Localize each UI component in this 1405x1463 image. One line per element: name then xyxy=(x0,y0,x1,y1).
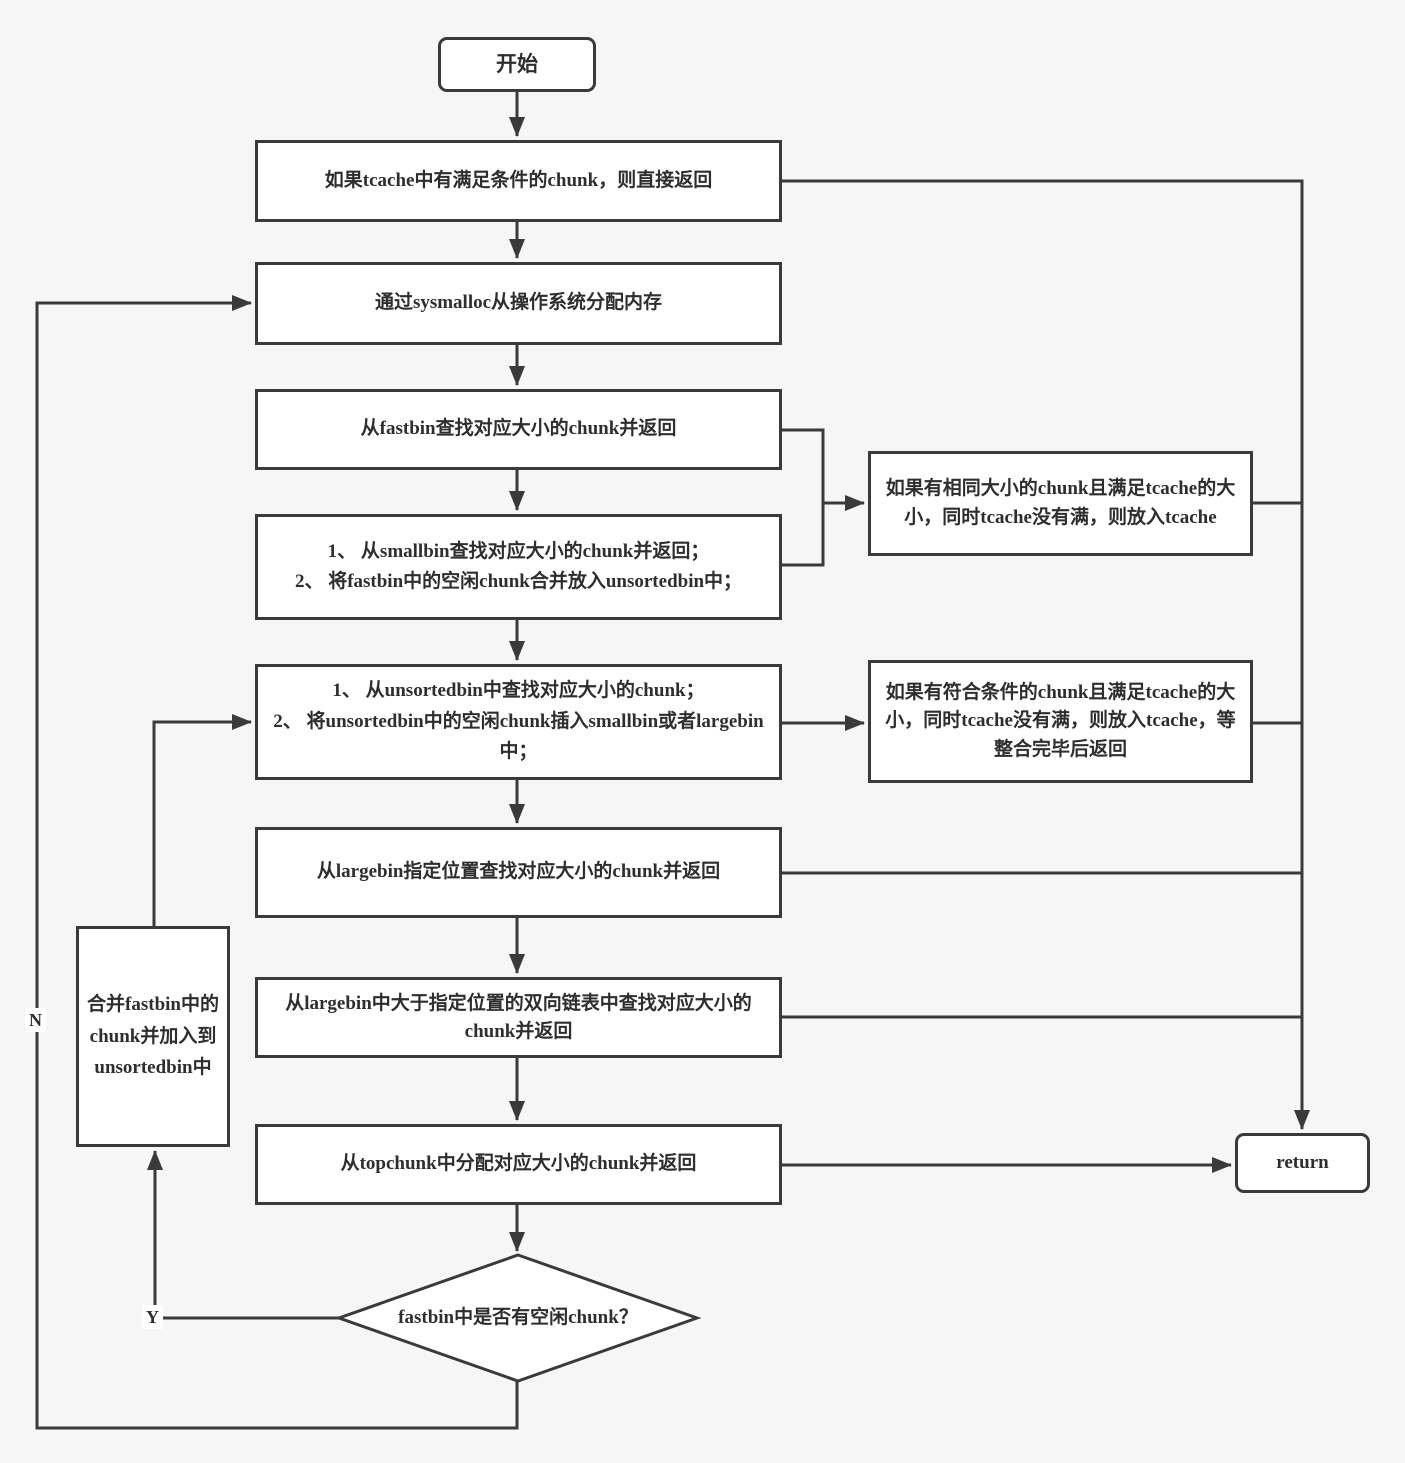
node-fastbin: 从fastbin查找对应大小的chunk并返回 xyxy=(255,389,782,470)
node-merge-fastbin-label: 合并fastbin中的chunk并加入到unsortedbin中 xyxy=(87,994,219,1079)
node-largebin-exact: 从largebin指定位置查找对应大小的chunk并返回 xyxy=(255,827,782,918)
edge-label-yes: Y xyxy=(142,1305,163,1329)
node-topchunk: 从topchunk中分配对应大小的chunk并返回 xyxy=(255,1124,782,1205)
node-unsortedbin: 1、 从unsortedbin中查找对应大小的chunk； 2、 将unsort… xyxy=(255,664,782,780)
node-smallbin-line2: 2、 将fastbin中的空闲chunk合并放入unsortedbin中； xyxy=(294,571,743,592)
node-tcache-check: 如果tcache中有满足条件的chunk，则直接返回 xyxy=(255,140,782,222)
node-tcache-fill-same-label: 如果有相同大小的chunk且满足tcache的大小，同时tcache没有满，则放… xyxy=(885,478,1236,528)
node-topchunk-label: 从topchunk中分配对应大小的chunk并返回 xyxy=(340,1153,697,1175)
node-sysmalloc-label: 通过sysmalloc从操作系统分配内存 xyxy=(374,292,663,314)
node-return: return xyxy=(1235,1133,1370,1193)
edge-label-no: N xyxy=(25,1008,46,1032)
node-largebin-greater-label: 从largebin中大于指定位置的双向链表中查找对应大小的chunk并返回 xyxy=(285,992,752,1042)
node-tcache-fill-match-label: 如果有符合条件的chunk且满足tcache的大小，同时tcache没有满，则放… xyxy=(885,681,1236,760)
node-smallbin-line1: 1、 从smallbin查找对应大小的chunk并返回； xyxy=(327,540,710,562)
node-unsortedbin-line1: 1、 从unsortedbin中查找对应大小的chunk； xyxy=(332,680,705,702)
node-largebin-exact-label: 从largebin指定位置查找对应大小的chunk并返回 xyxy=(316,861,721,883)
node-fastbin-label: 从fastbin查找对应大小的chunk并返回 xyxy=(360,418,677,440)
node-unsortedbin-line2: 2、 将unsortedbin中的空闲chunk插入smallbin或者larg… xyxy=(273,710,764,763)
node-sysmalloc: 通过sysmalloc从操作系统分配内存 xyxy=(255,262,782,345)
node-tcache-check-label: 如果tcache中有满足条件的chunk，则直接返回 xyxy=(324,169,713,191)
node-start: 开始 xyxy=(438,37,596,92)
node-start-label: 开始 xyxy=(496,51,538,76)
node-fastbin-decision: fastbin中是否有空闲chunk？ xyxy=(358,1300,678,1336)
node-tcache-fill-same: 如果有相同大小的chunk且满足tcache的大小，同时tcache没有满，则放… xyxy=(868,451,1253,556)
node-return-label: return xyxy=(1276,1151,1329,1173)
node-largebin-greater: 从largebin中大于指定位置的双向链表中查找对应大小的chunk并返回 xyxy=(255,977,782,1058)
node-merge-fastbin: 合并fastbin中的chunk并加入到unsortedbin中 xyxy=(76,926,230,1147)
node-fastbin-decision-label: fastbin中是否有空闲chunk？ xyxy=(398,1306,638,1328)
node-tcache-fill-match: 如果有符合条件的chunk且满足tcache的大小，同时tcache没有满，则放… xyxy=(868,660,1253,783)
node-smallbin: 1、 从smallbin查找对应大小的chunk并返回； 2、 将fastbin… xyxy=(255,514,782,620)
